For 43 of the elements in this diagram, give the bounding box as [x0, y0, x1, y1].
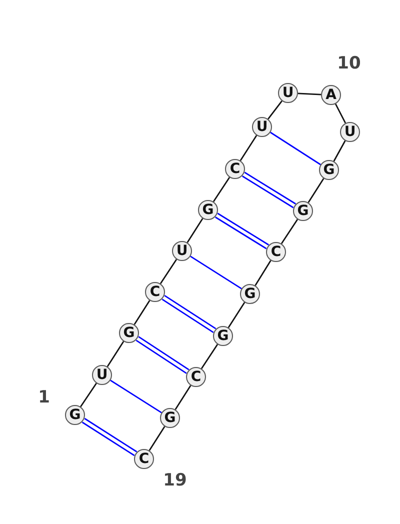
nucleotide-circle: U	[278, 83, 298, 103]
nucleotide-circle: U	[252, 117, 272, 137]
base-pair-line	[270, 132, 321, 166]
position-number: 19	[163, 472, 187, 490]
nucleotide-circle: G	[293, 201, 313, 221]
backbone-line	[200, 344, 218, 370]
backbone-line	[280, 218, 298, 244]
nucleotide-circle: G	[119, 323, 139, 343]
nucleotide-circle: G	[213, 326, 233, 346]
backbone-line	[228, 302, 246, 328]
nucleotide-circle: C	[186, 367, 206, 387]
nucleotide-circle: G	[240, 284, 260, 304]
nucleotide-circle: U	[172, 241, 192, 261]
position-number: 1	[38, 390, 50, 406]
nucleotide-circle: G	[160, 408, 180, 428]
backbone-line	[240, 135, 258, 161]
backbone-line	[174, 385, 192, 410]
backbone-line	[298, 92, 322, 96]
backbone-line	[334, 104, 346, 124]
backbone-line	[254, 260, 272, 286]
nucleotide-circle: A	[321, 85, 341, 105]
nucleotide-circle: C	[266, 242, 286, 262]
nucleotide-circle: G	[65, 405, 85, 425]
backbone-line	[134, 300, 150, 325]
nucleotide-circle: C	[134, 449, 154, 469]
nucleotide-circle: G	[198, 200, 218, 220]
position-number: 10	[337, 56, 361, 72]
nucleotide-circle: C	[225, 159, 245, 179]
backbone-line	[148, 426, 166, 451]
backbone-line	[160, 258, 178, 284]
backbone-line	[308, 178, 324, 203]
base-pair-line	[190, 256, 242, 290]
backbone-line	[268, 100, 282, 120]
backbone-line	[80, 382, 97, 408]
nucleotide-circle: U	[92, 365, 112, 385]
nucleotide-circle: U	[340, 122, 360, 142]
backbone-line	[333, 140, 346, 162]
nucleotide-circle: G	[319, 160, 339, 180]
base-pair-line	[110, 380, 162, 414]
backbone-line	[212, 176, 230, 202]
backbone-line	[106, 341, 124, 367]
backbone-line	[186, 218, 204, 243]
nucleotide-circle: C	[145, 282, 165, 302]
